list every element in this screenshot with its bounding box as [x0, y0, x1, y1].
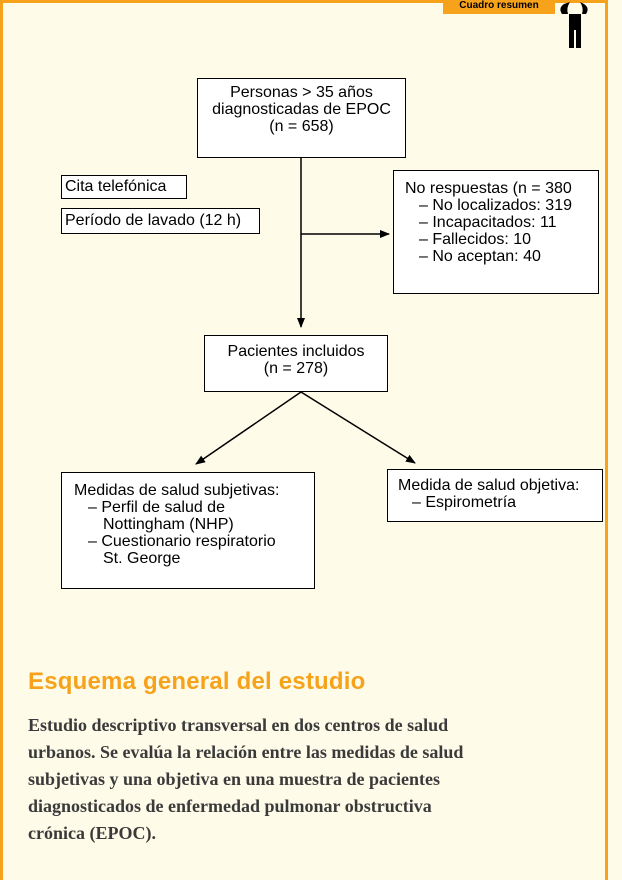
section-title: Esquema general del estudio [28, 668, 366, 695]
study-description: Estudio descriptivo transversal en dos c… [28, 712, 588, 847]
exclusions-not-located: – No localizados: 319 [419, 197, 572, 214]
description-line-3: subjetivas y una objetiva en una muestra… [28, 769, 441, 789]
subjective-title: Medidas de salud subjetivas: [74, 482, 280, 499]
subjective-item-1-cont: Nottingham (NHP) [103, 516, 234, 533]
washout-period-label: Período de lavado (12 h) [65, 212, 242, 229]
description-line-5: crónica (EPOC). [28, 823, 156, 843]
objective-title: Medida de salud objetiva: [398, 477, 580, 494]
summary-tab: Cuadro resumen [443, 0, 555, 14]
exclusions-deceased: – Fallecidos: 10 [419, 231, 532, 248]
exclusions-box: No respuestas (n = 380 – No localizados:… [393, 170, 599, 294]
included-patients-box: Pacientes incluidos (n = 278) [204, 335, 388, 392]
exclusions-incapacitated: – Incapacitados: 11 [419, 214, 557, 231]
phone-appointment-label: Cita telefónica [65, 178, 167, 195]
description-line-2: urbanos. Se evalúa la relación entre las… [28, 742, 464, 762]
washout-period-note: Período de lavado (12 h) [61, 208, 260, 234]
objective-item-1: – Espirometría [412, 494, 517, 511]
phone-appointment-note: Cita telefónica [61, 175, 187, 199]
subjective-item-1: – Perfil de salud de [88, 499, 225, 516]
eligible-line-1: Personas > 35 años [230, 84, 373, 101]
description-line-4: diagnosticados de enfermedad pulmonar ob… [28, 796, 432, 816]
eligible-line-2: diagnosticadas de EPOC [212, 101, 391, 118]
person-icon [560, 2, 588, 48]
description-line-1: Estudio descriptivo transversal en dos c… [28, 715, 449, 735]
exclusions-declined: – No aceptan: 40 [419, 248, 541, 265]
exclusions-total: No respuestas (n = 380 [405, 180, 572, 197]
subjective-measures-box: Medidas de salud subjetivas: – Perfil de… [61, 472, 315, 589]
subjective-item-2: – Cuestionario respiratorio [88, 533, 276, 550]
eligible-line-3: (n = 658) [269, 118, 334, 135]
included-line-1: Pacientes incluidos [227, 343, 365, 360]
subjective-item-2-cont: St. George [103, 550, 181, 567]
objective-measure-box: Medida de salud objetiva: – Espirometría [387, 469, 603, 522]
summary-frame [0, 0, 608, 880]
eligible-population-box: Personas > 35 años diagnosticadas de EPO… [197, 78, 406, 158]
included-line-2: (n = 278) [263, 360, 329, 377]
